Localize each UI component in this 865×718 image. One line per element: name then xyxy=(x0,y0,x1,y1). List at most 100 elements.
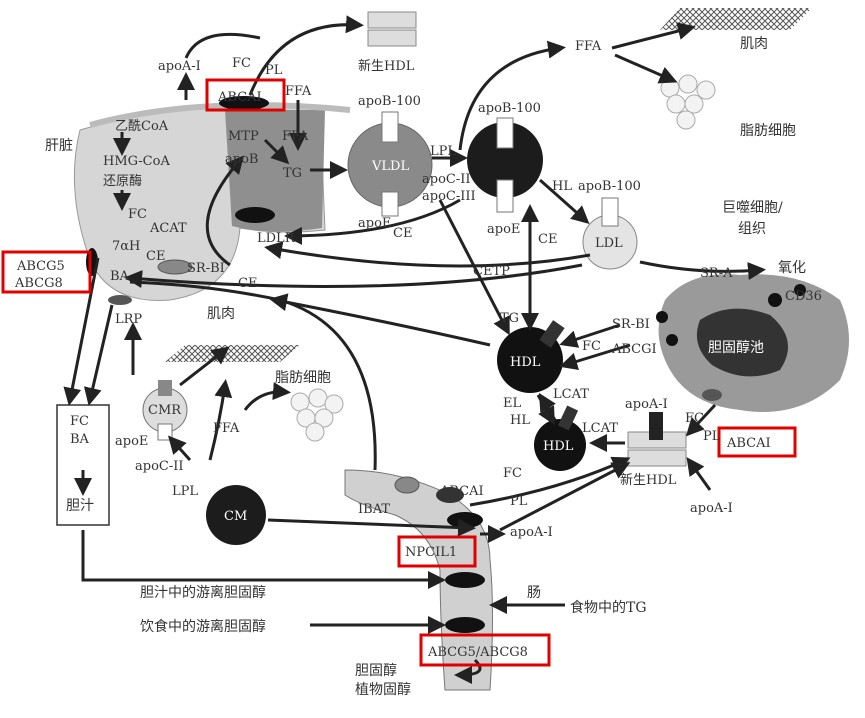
sr-bi-receptor xyxy=(157,259,193,275)
label-vldl-ce: CE xyxy=(393,226,412,241)
label-mtp: MTP xyxy=(228,129,259,144)
label-adipocyte-lower: 脂肪细胞 xyxy=(275,370,331,386)
label-abcai-top: ABCAI xyxy=(217,90,262,105)
highlight-npc1l1 xyxy=(397,535,477,568)
label-nascent-hdl-top: 新生HDL xyxy=(358,58,415,74)
label-ffa-chylo: FFA xyxy=(213,421,240,436)
label-apoc3: apoC-III xyxy=(422,189,476,204)
label-macrophage-1: 巨噬细胞/ xyxy=(722,200,783,216)
label-lpl: LPL xyxy=(430,144,456,159)
cm-particle xyxy=(206,485,266,545)
label-fc-liver: FC xyxy=(128,207,147,222)
label-fc-int: FC xyxy=(503,466,522,481)
label-ffa-top: FFA xyxy=(285,84,312,99)
label-bile: 胆汁 xyxy=(66,498,94,514)
label-idl-ce: CE xyxy=(538,232,557,247)
label-7ah: 7αH xyxy=(112,239,140,254)
muscle-icon xyxy=(660,8,812,30)
macrophage-cell xyxy=(656,274,849,412)
label-acat: ACAT xyxy=(149,221,187,236)
label-lcat-2: LCAT xyxy=(582,421,618,436)
label-bile-fc: FC xyxy=(70,414,89,429)
label-abcg8-left: ABCG8 xyxy=(14,276,63,291)
label-pl-int: PL xyxy=(510,494,528,509)
ldlr-receptor xyxy=(235,207,275,223)
label-sr-bi-mac: SR-BI xyxy=(612,317,650,332)
label-hdl-large: HDL xyxy=(510,355,541,370)
label-cm: CM xyxy=(224,509,247,524)
label-fc-mac: FC xyxy=(582,339,601,354)
label-pl-top: PL xyxy=(265,63,283,78)
label-ce-srbi: CE xyxy=(238,276,257,291)
adipocyte-icon xyxy=(660,74,716,130)
label-abcg5-left: ABCG5 xyxy=(16,259,65,274)
label-vldl-apob100: apoB-100 xyxy=(358,94,421,109)
label-muscle-tr: 肌肉 xyxy=(740,36,768,52)
label-diet-cholesterol: 饮食中的游离胆固醇 xyxy=(140,618,266,635)
label-apoa1-mac: apoA-I xyxy=(690,501,733,516)
label-hl-hdl: HL xyxy=(510,413,530,428)
label-fc-abcai: FC xyxy=(685,411,704,426)
label-ba: BA xyxy=(110,269,130,284)
hdl-particle-large xyxy=(497,320,565,393)
label-gut: 肠 xyxy=(527,585,541,601)
adipocyte-icon-lower xyxy=(290,388,344,442)
label-food-tg: 食物中的TG xyxy=(570,599,647,616)
label-abcai-int: ABCAI xyxy=(439,484,484,499)
label-cholesterol-out: 胆固醇 xyxy=(355,662,397,679)
label-vldl: VLDL xyxy=(371,159,409,174)
labels: apoA-I FC PL ABCAI FFA 新生HDL 肝脏 乙酰CoA HM… xyxy=(14,36,822,698)
ldl-particle xyxy=(582,197,638,270)
muscle-icon-lower xyxy=(165,345,300,362)
label-ce-liver: CE xyxy=(146,249,165,264)
label-ldlr: LDLR xyxy=(257,231,296,246)
label-hdl-small: HDL xyxy=(543,439,574,454)
hdl-particle-small xyxy=(534,405,586,471)
label-ffa-liver: FFA xyxy=(282,129,309,144)
label-lpl-cm: LPL xyxy=(172,484,198,499)
label-hmg-coa: HMG-CoA xyxy=(103,154,170,169)
label-idl-apob100: apoB-100 xyxy=(478,101,541,116)
idl-particle xyxy=(467,117,543,213)
label-abcai-mac: ABCAI xyxy=(726,436,771,451)
label-abcg-int: ABCG5/ABCG8 xyxy=(427,645,528,660)
label-tg-liver: TG xyxy=(283,166,302,181)
label-hl: HL xyxy=(552,179,572,194)
label-ldl-apob100: apoB-100 xyxy=(578,179,641,194)
label-ibat: IBAT xyxy=(358,502,390,517)
label-nascent-hdl: 新生HDL xyxy=(620,472,677,488)
label-fc-top: FC xyxy=(232,56,251,71)
label-tg-hdl: TG xyxy=(500,311,519,326)
label-liver: 肝脏 xyxy=(45,138,73,154)
nascent-hdl-top-icon xyxy=(367,11,417,47)
bile-box xyxy=(56,404,110,526)
vldl-particle xyxy=(347,111,433,217)
highlight-abcg5-abcg8-liver xyxy=(1,250,92,294)
label-apoc2-cmr: apoC-II xyxy=(135,459,184,474)
label-acetyl-coa: 乙酰CoA xyxy=(115,119,169,134)
label-abcg1: ABCGI xyxy=(611,342,657,357)
label-ldl: LDL xyxy=(595,236,623,251)
label-cetp: CETP xyxy=(473,264,510,279)
label-sr-a: SR-A xyxy=(700,266,733,281)
label-lrp: LRP xyxy=(115,312,142,327)
highlight-abcai-liver xyxy=(205,78,286,112)
highlight-abcai-macrophage xyxy=(717,426,797,458)
label-apoc2: apoC-II xyxy=(422,172,471,187)
label-el: EL xyxy=(503,396,521,411)
label-bile-ba: BA xyxy=(70,432,90,447)
label-apoa1-int: apoA-I xyxy=(510,525,553,540)
nascent-hdl-icon xyxy=(627,412,687,467)
label-idl-apoe: apoE xyxy=(487,222,520,237)
label-cd36: CD36 xyxy=(785,289,822,304)
label-npc1l1: NPCIL1 xyxy=(405,545,457,560)
label-reductase: 还原酶 xyxy=(103,173,142,189)
label-oxidized: 氧化 xyxy=(778,260,806,276)
pathway-arrows xyxy=(63,15,766,684)
label-pl-abcai: PL xyxy=(703,429,721,444)
label-apoe-cmr: apoE xyxy=(115,434,148,449)
label-bile-cholesterol: 胆汁中的游离胆固醇 xyxy=(140,584,266,601)
label-muscle-lower: 肌肉 xyxy=(207,306,235,322)
